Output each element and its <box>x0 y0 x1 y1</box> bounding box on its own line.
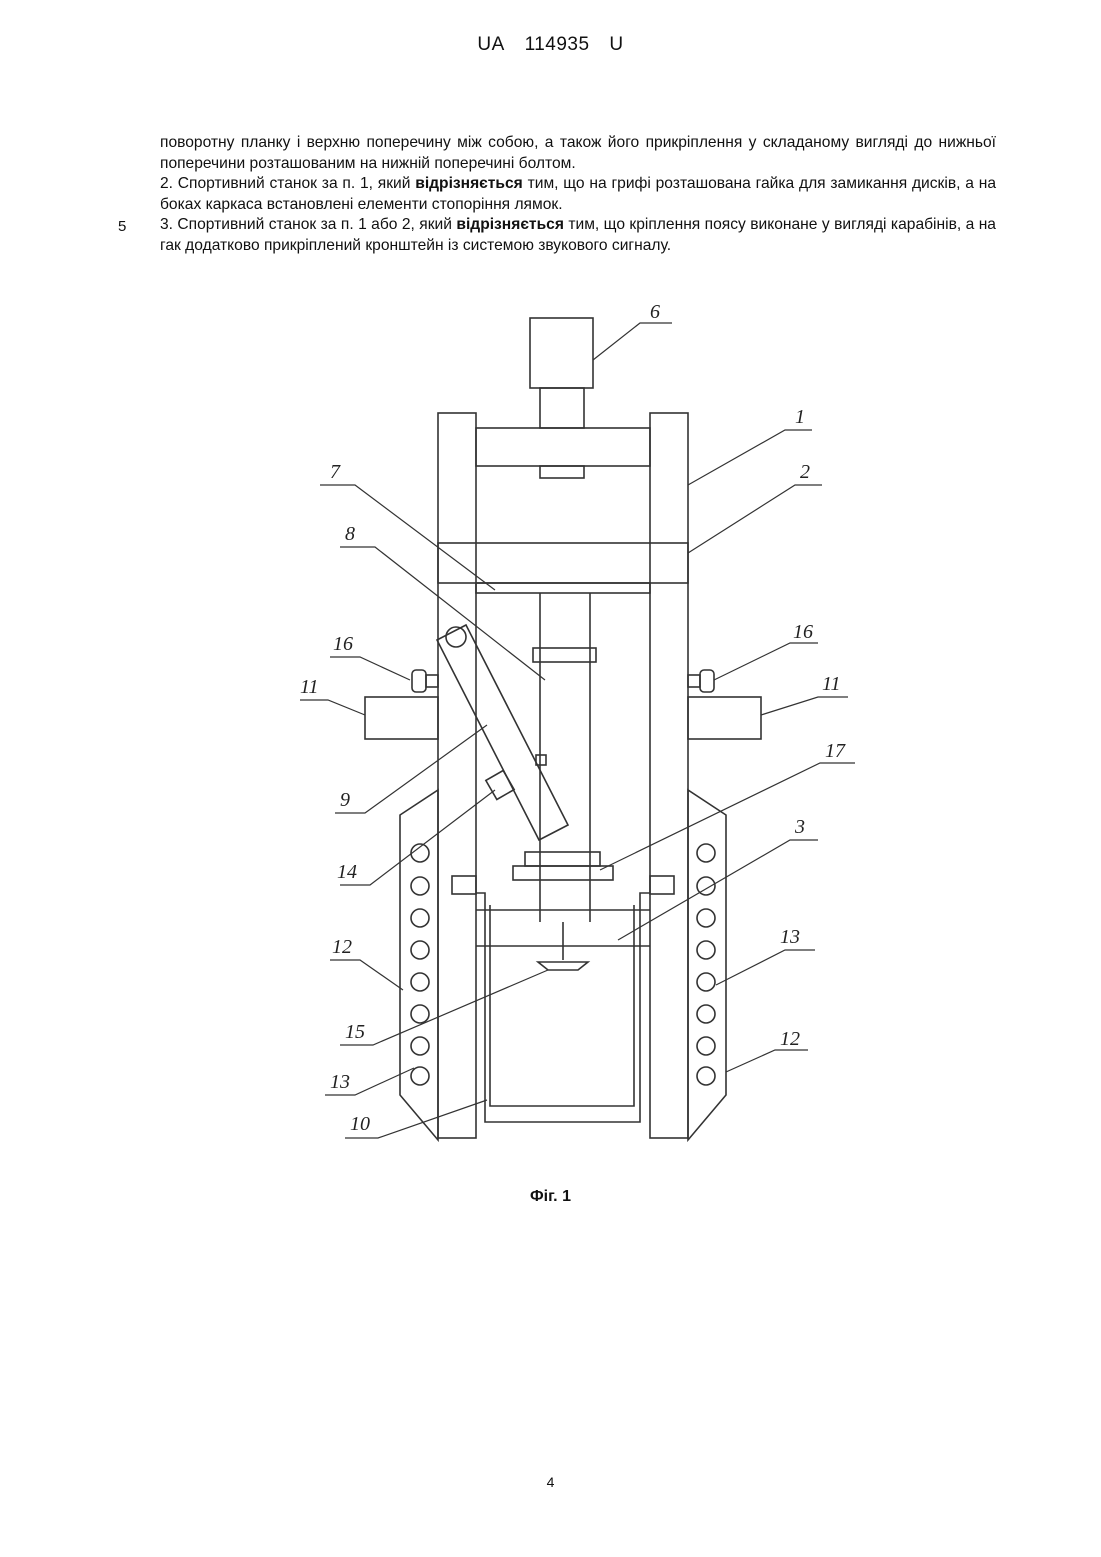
leader-17 <box>600 763 855 870</box>
frame-right-post <box>650 413 688 1138</box>
lock-16-right-stem <box>688 675 700 687</box>
label-12-right: 12 <box>780 1028 800 1050</box>
label-17: 17 <box>825 740 846 762</box>
label-12-left: 12 <box>332 936 352 958</box>
hole-13-right-7 <box>697 1037 715 1055</box>
line-number: 5 <box>118 218 126 235</box>
leader-16-right <box>714 643 818 680</box>
hole-13-left-3 <box>411 909 429 927</box>
sports-machine-drawing: 6 1 2 7 8 16 16 11 11 17 9 14 3 12 13 15… <box>270 290 890 1170</box>
hole-13-right-1 <box>697 844 715 862</box>
claim-3-start: 3. Спортивний станок за п. 1 або 2, який <box>160 216 456 233</box>
hole-13-left-6 <box>411 1005 429 1023</box>
hole-13-left-7 <box>411 1037 429 1055</box>
label-13-left: 13 <box>330 1071 350 1093</box>
label-11-left: 11 <box>300 676 319 698</box>
plate-17-top <box>525 852 600 866</box>
frame-10-left-bracket <box>452 876 476 894</box>
part-6-neck <box>540 388 584 428</box>
swing-bar-9 <box>437 625 568 840</box>
frame-left-post <box>438 413 476 1138</box>
side-plate-12-left <box>400 790 438 1140</box>
leader-16-left <box>330 657 410 680</box>
handle-11-left <box>365 697 438 739</box>
label-16-right: 16 <box>793 621 813 643</box>
leader-15 <box>340 970 548 1045</box>
patent-header: UA 114935 U <box>0 34 1101 56</box>
hole-13-right-4 <box>697 941 715 959</box>
claim-3: 3. Спортивний станок за п. 1 або 2, який… <box>160 215 996 256</box>
leader-11-right <box>761 697 848 715</box>
patent-figure: 6 1 2 7 8 16 16 11 11 17 9 14 3 12 13 15… <box>270 290 890 1170</box>
leader-2 <box>688 485 822 553</box>
hole-13-left-4 <box>411 941 429 959</box>
top-crossbar <box>476 428 650 466</box>
label-13-right: 13 <box>780 926 800 948</box>
claim-2-keyword: відрізняється <box>415 175 523 192</box>
label-14: 14 <box>337 861 357 883</box>
claim-2-start: 2. Спортивний станок за п. 1, який <box>160 175 415 192</box>
handle-11-right <box>688 697 761 739</box>
leader-6 <box>593 323 672 360</box>
lock-16-left <box>412 670 426 692</box>
leader-1 <box>688 430 812 485</box>
label-3: 3 <box>794 816 805 838</box>
page-number: 4 <box>0 1474 1101 1490</box>
leader-12-left <box>330 960 403 990</box>
lock-16-left-stem <box>426 675 438 687</box>
hook-15 <box>538 962 588 970</box>
claim-1-continuation: поворотну планку і верхню поперечину між… <box>160 133 996 174</box>
lock-14 <box>486 770 514 799</box>
hole-13-left-8 <box>411 1067 429 1085</box>
claim-2: 2. Спортивний станок за п. 1, який відрі… <box>160 174 996 215</box>
frame-10-right-bracket <box>650 876 674 894</box>
label-6: 6 <box>650 301 660 323</box>
label-9: 9 <box>340 789 350 811</box>
claims-text: поворотну планку і верхню поперечину між… <box>160 133 996 257</box>
plate-17-base <box>513 866 613 880</box>
label-15: 15 <box>345 1021 365 1043</box>
patent-country: UA <box>477 34 504 55</box>
frame-10-inner <box>490 905 634 1106</box>
label-7: 7 <box>330 461 341 483</box>
crossbar-7 <box>476 583 650 593</box>
hole-13-right-6 <box>697 1005 715 1023</box>
leader-13-right <box>716 950 815 985</box>
label-10: 10 <box>350 1113 370 1135</box>
leader-8 <box>340 547 545 680</box>
part-6-top-block <box>530 318 593 388</box>
hole-13-right-3 <box>697 909 715 927</box>
label-11-right: 11 <box>822 673 841 695</box>
hole-13-left-2 <box>411 877 429 895</box>
top-crossbar-tab <box>540 466 584 478</box>
leader-11-left <box>300 700 365 715</box>
patent-number: 114935 <box>525 34 590 55</box>
hole-13-right-8 <box>697 1067 715 1085</box>
label-2: 2 <box>800 461 810 483</box>
lock-16-right <box>700 670 714 692</box>
figure-caption: Фіг. 1 <box>0 1188 1101 1206</box>
label-16-left: 16 <box>333 633 353 655</box>
leader-3 <box>618 840 818 940</box>
hole-13-right-5 <box>697 973 715 991</box>
side-plate-12-right <box>688 790 726 1140</box>
hole-13-left-5 <box>411 973 429 991</box>
label-8: 8 <box>345 523 355 545</box>
patent-kind: U <box>609 34 623 55</box>
leader-12-right <box>726 1050 808 1072</box>
label-1: 1 <box>795 406 805 428</box>
claim-3-keyword: відрізняється <box>456 216 564 233</box>
column-collar <box>533 648 596 662</box>
